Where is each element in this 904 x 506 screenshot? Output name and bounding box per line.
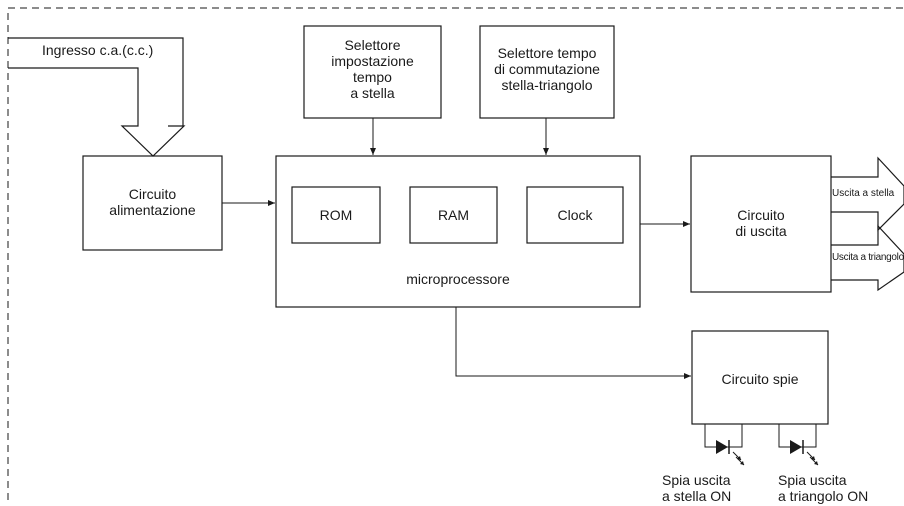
ram-box bbox=[409, 186, 498, 244]
input-hollow-arrow bbox=[8, 67, 186, 157]
delta-output-label: Uscita a triangolo bbox=[832, 252, 904, 263]
delta-led-label: Spia uscita a triangolo ON bbox=[778, 472, 868, 504]
power-line-2: alimentazione bbox=[109, 202, 196, 218]
ram-label: RAM bbox=[437, 207, 470, 223]
power-circuit-label: Circuito alimentazione bbox=[83, 186, 222, 218]
star-output-arrow bbox=[831, 156, 904, 232]
delta-output-arrow bbox=[831, 224, 904, 292]
star-time-selector-label: Selettore impostazione tempo a stella bbox=[304, 37, 441, 101]
star-led-icon bbox=[704, 424, 745, 466]
micro-to-indicator-line bbox=[455, 307, 691, 379]
delta-led-line-2: a triangolo ON bbox=[778, 488, 869, 504]
rom-box bbox=[291, 186, 381, 244]
switch-selector-line-2: di commutazione bbox=[494, 61, 600, 77]
star-led-label: Spia uscita a stella ON bbox=[662, 472, 731, 504]
output-line-1: Circuito bbox=[737, 207, 785, 223]
output-circuit-label: Circuito di uscita bbox=[691, 207, 831, 239]
microprocessor-box bbox=[275, 155, 641, 308]
delta-led-line-1: Spia uscita bbox=[778, 472, 847, 488]
indicator-circuit-box bbox=[691, 330, 829, 425]
microprocessor-label: microprocessore bbox=[406, 271, 510, 287]
switch-selector-line-1: Selettore tempo bbox=[497, 45, 597, 61]
enclosure-dashed-border bbox=[7, 7, 904, 500]
input-label: Ingresso c.a.(c.c.) bbox=[42, 42, 154, 58]
clock-label: Clock bbox=[557, 207, 593, 223]
star-led-line-1: Spia uscita bbox=[662, 472, 731, 488]
clock-box bbox=[526, 186, 624, 244]
star-led-line-2: a stella ON bbox=[662, 488, 732, 504]
input-label-frame bbox=[8, 37, 184, 126]
output-circuit-box bbox=[690, 155, 832, 293]
indicator-circuit-label: Circuito spie bbox=[721, 371, 799, 387]
star-selector-line-2: impostazione bbox=[331, 53, 414, 69]
rom-label: ROM bbox=[319, 207, 353, 223]
star-selector-line-4: a stella bbox=[350, 85, 395, 101]
star-selector-line-1: Selettore bbox=[344, 37, 401, 53]
power-line-1: Circuito bbox=[128, 186, 177, 202]
star-output-label: Uscita a stella bbox=[832, 188, 895, 199]
switch-time-selector-label: Selettore tempo di commutazione stella-t… bbox=[480, 45, 614, 93]
switch-selector-line-3: stella-triangolo bbox=[501, 77, 593, 93]
delta-led-icon bbox=[778, 424, 819, 466]
switch-time-selector-box bbox=[479, 25, 615, 119]
output-line-2: di uscita bbox=[735, 223, 787, 239]
star-selector-line-3: tempo bbox=[353, 69, 392, 85]
